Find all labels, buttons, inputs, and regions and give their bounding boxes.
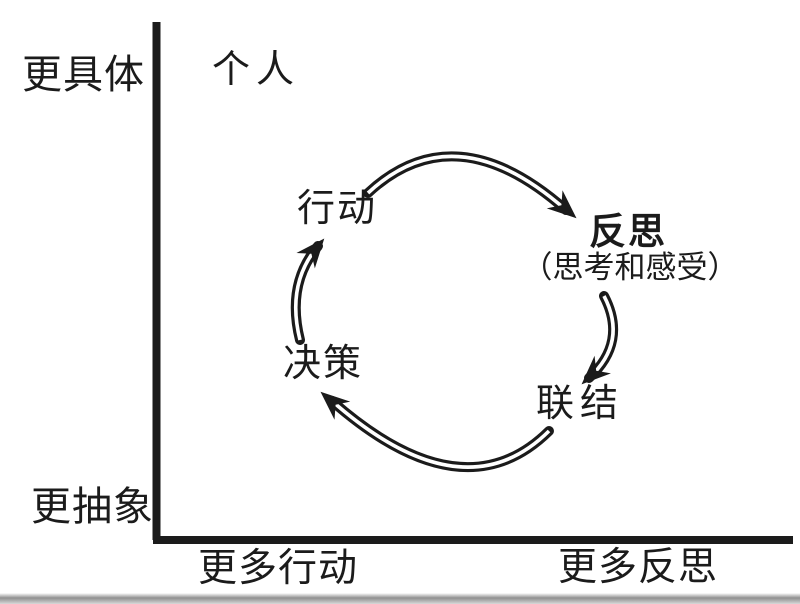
arrow-action-to-reflection bbox=[363, 151, 577, 219]
cycle-node-connection: 联结 bbox=[536, 383, 625, 425]
arrow-decision-to-action bbox=[290, 238, 325, 345]
y-axis-bottom-label: 更抽象 bbox=[31, 484, 154, 529]
cycle-node-action: 行动 bbox=[297, 188, 378, 230]
x-axis-left-label: 更多行动 bbox=[198, 547, 359, 590]
cycle-node-decision: 决策 bbox=[283, 343, 364, 385]
y-axis-top-label: 更具体 bbox=[22, 52, 145, 97]
quadrant-label: 个人 bbox=[212, 49, 301, 91]
cycle-node-reflection-sublabel: （思考和感受） bbox=[521, 250, 739, 285]
cycle-node-reflection: 反思 bbox=[589, 212, 667, 253]
arrow-connection-to-decision bbox=[320, 391, 554, 473]
arrow-reflection-to-connection bbox=[581, 291, 619, 385]
scan-artifact-bar bbox=[0, 593, 800, 604]
x-axis-right-label: 更多反思 bbox=[558, 546, 719, 589]
